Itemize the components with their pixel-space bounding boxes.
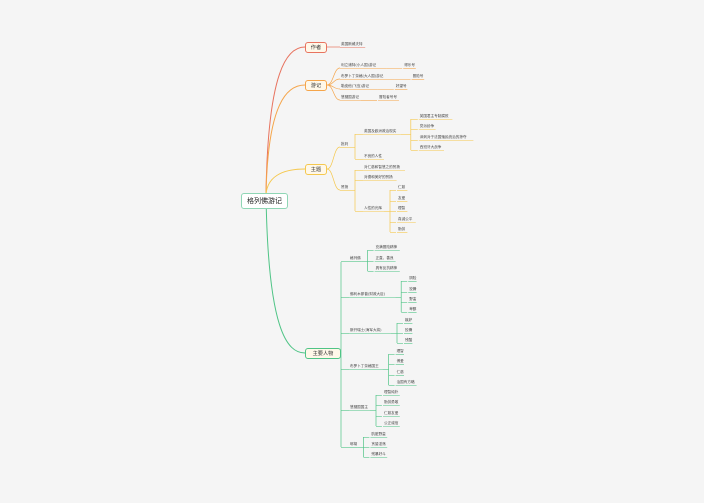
character-trait[interactable]: 勤劳勇敢 — [384, 400, 399, 404]
character-trait[interactable]: 仁慈 — [396, 370, 404, 374]
connector-line — [326, 168, 341, 191]
character-trait[interactable]: 肮脏野蛮 — [371, 432, 386, 436]
character-trait[interactable]: 阴险 — [409, 276, 417, 280]
character-trait[interactable]: 正直、善良 — [375, 256, 394, 260]
author-name[interactable]: 英国斯威夫特 — [341, 42, 363, 46]
theme-leaf[interactable]: 真诚公平 — [398, 217, 413, 221]
theme-item[interactable]: 人性的光辉 — [364, 206, 382, 210]
connector-line — [326, 84, 341, 101]
character-name[interactable]: 佛利木那普(财政大臣) — [350, 292, 386, 296]
character-trait[interactable]: 充满冒险精神 — [375, 245, 398, 249]
ship-name[interactable]: 好望号 — [395, 84, 407, 88]
theme-leaf[interactable]: 英国君主专制腐败 — [419, 114, 449, 118]
character-name[interactable]: 布罗卜丁奈格国王 — [350, 364, 379, 368]
theme-item[interactable]: 对德和美好的赞扬 — [364, 175, 393, 179]
character-name[interactable]: 格列佛 — [350, 256, 361, 260]
character-trait[interactable]: 野蛮 — [409, 297, 417, 301]
connector-line — [265, 84, 306, 195]
connector-line — [265, 168, 306, 195]
ship-name[interactable]: 冒险号 — [412, 74, 424, 78]
theme-leaf[interactable]: 友爱 — [398, 196, 406, 200]
connector-line — [265, 46, 306, 195]
character-trait[interactable]: 理智纯朴 — [384, 390, 399, 394]
theme-leaf[interactable]: 党派纷争 — [419, 124, 435, 128]
character-trait[interactable]: 卑鄙 — [409, 307, 417, 311]
theme-leaf[interactable]: 讽刺对于法国殖民统治的掠夺 — [419, 135, 467, 139]
travel-item[interactable]: 勒皮他(飞岛)游记 — [341, 84, 369, 88]
mindmap-links — [265, 46, 474, 458]
character-trait[interactable]: 残酷 — [405, 338, 413, 342]
character-trait[interactable]: 公正诚信 — [384, 421, 399, 425]
travel-item[interactable]: 利立浦特(小人国)游记 — [341, 63, 377, 67]
character-trait[interactable]: 具有反抗精神 — [375, 266, 398, 270]
character-trait[interactable]: 博爱 — [396, 359, 404, 363]
travel-item[interactable]: 布罗卜丁奈格(大人国)游记 — [341, 74, 384, 78]
character-trait[interactable]: 狡猾 — [405, 328, 413, 332]
character-name[interactable]: 耶胡 — [350, 442, 358, 446]
character-name[interactable]: 慧骃国国主 — [350, 405, 368, 409]
theme-item[interactable]: 对仁慈和智慧之的赞扬 — [364, 165, 400, 169]
character-trait[interactable]: 仁慈友爱 — [384, 411, 399, 415]
root-node[interactable]: 格列佛游记 — [241, 193, 288, 209]
character-name[interactable]: 斯开瑞士(海军大将) — [350, 328, 382, 332]
branch-characters[interactable]: 主要人物 — [305, 347, 341, 359]
character-trait[interactable]: 嫉妒 — [405, 318, 413, 322]
branch-author[interactable]: 作者 — [305, 41, 327, 53]
ship-name[interactable]: 冒险者号号 — [379, 95, 397, 99]
character-trait[interactable]: 理智 — [396, 349, 404, 353]
theme-praise[interactable]: 赞扬 — [341, 185, 349, 189]
connector-line — [265, 193, 306, 354]
theme-leaf[interactable]: 西班牙大战争 — [419, 145, 442, 149]
theme-leaf[interactable]: 理智 — [398, 206, 406, 210]
theme-leaf[interactable]: 仁慈 — [398, 185, 406, 189]
theme-item[interactable]: 不良的人性 — [364, 154, 382, 158]
theme-criticism[interactable]: 批判 — [341, 142, 349, 146]
travel-item[interactable]: 慧骃国游记 — [341, 95, 359, 99]
theme-item[interactable]: 英国及欧洲政治现实 — [364, 129, 397, 133]
branch-theme[interactable]: 主题 — [305, 163, 327, 175]
character-trait[interactable]: 残暴好斗 — [371, 452, 386, 456]
character-trait[interactable]: 贪婪淫荡 — [371, 442, 386, 446]
character-trait[interactable]: 狡猾 — [409, 287, 417, 291]
connector-line — [326, 146, 341, 170]
character-trait[interactable]: 治国有方略 — [396, 380, 415, 384]
ship-name[interactable]: 得乐号 — [404, 63, 415, 67]
theme-leaf[interactable]: 勤劳 — [398, 227, 406, 231]
branch-travels[interactable]: 游记 — [305, 79, 327, 91]
